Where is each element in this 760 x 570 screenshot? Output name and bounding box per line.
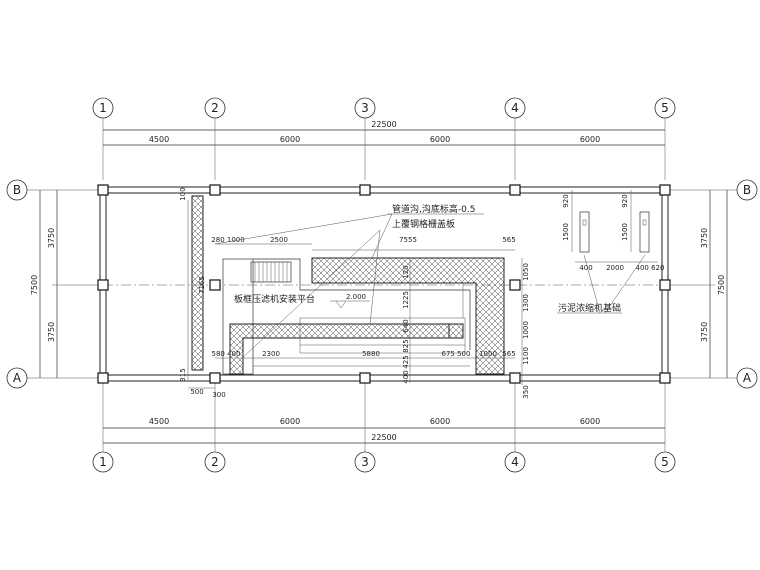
trench-loop: [311, 257, 505, 375]
dim-1050: 1050: [522, 263, 530, 281]
platform-area: [222, 257, 505, 375]
axis-bubbles: 1 2 3 4 5 1 2 3 4 5 B A B A: [6, 97, 758, 473]
dim-left-lower: 3750: [47, 322, 56, 342]
dim-span-bottom-3: 6000: [430, 417, 450, 426]
dim-1000-bottom: 1000: [479, 350, 497, 358]
axis-label-2-top: 2: [211, 101, 219, 115]
platform-dimensions: 280 1000 2500 7555 565 580 400 2300 5880…: [211, 236, 530, 399]
dim-825: 825: [402, 339, 410, 352]
dim-400-620: 400 620: [636, 264, 665, 272]
dim-total-top: 22500: [371, 120, 396, 129]
dim-right-upper: 3750: [700, 228, 709, 248]
dim-right-lower: 3750: [700, 322, 709, 342]
dim-left-upper: 3750: [47, 228, 56, 248]
dim-920-a: 920: [562, 194, 570, 207]
dim-right-total: 7500: [717, 275, 726, 295]
axis-label-3-top: 3: [361, 101, 369, 115]
dim-100: 100: [179, 187, 187, 200]
dim-2500: 2500: [270, 236, 288, 244]
dim-span-top-2: 6000: [280, 135, 300, 144]
axis-label-A-left: A: [13, 371, 22, 385]
dim-1225: 1225: [402, 291, 410, 309]
axis-label-B-right: B: [743, 183, 751, 197]
dim-2300: 2300: [262, 350, 280, 358]
note-cover: 上覆钢格栅盖板: [392, 218, 455, 230]
dim-left-total: 7500: [30, 275, 39, 295]
dim-565-bottom: 565: [502, 350, 515, 358]
dim-2000: 2000: [606, 264, 624, 272]
dim-500: 500: [190, 388, 203, 396]
dim-span-top-4: 6000: [580, 135, 600, 144]
axis-label-A-right: A: [743, 371, 752, 385]
dim-1000: 1000: [522, 321, 530, 339]
dim-280-1000: 280 1000: [211, 236, 244, 244]
dim-5880: 5880: [362, 350, 380, 358]
dim-1500-b: 1500: [621, 223, 629, 241]
dim-920-b: 920: [621, 194, 629, 207]
dim-580-400: 580 400: [212, 350, 241, 358]
dim-315: 315: [179, 368, 187, 381]
dim-span-top-1: 4500: [149, 135, 169, 144]
side-dimensions: 3750 3750 7500 3750 3750 7500: [30, 189, 732, 379]
axis-label-5-top: 5: [661, 101, 669, 115]
dim-span-bottom-2: 6000: [280, 417, 300, 426]
axis-label-2-bottom: 2: [211, 455, 219, 469]
dim-7165: 7165: [198, 276, 206, 294]
dim-120: 120: [402, 265, 410, 278]
dim-span-bottom-1: 4500: [149, 417, 169, 426]
thickener-foundations: 920 1500 920 1500 400 2000 400 620: [562, 190, 664, 272]
dim-300: 300: [212, 391, 225, 399]
axis-label-1-top: 1: [99, 101, 107, 115]
dim-640: 640: [402, 319, 410, 332]
dim-7555: 7555: [399, 236, 417, 244]
elevation-marker: 2.000: [330, 293, 370, 309]
axis-label-1-bottom: 1: [99, 455, 107, 469]
axis-label-3-bottom: 3: [361, 455, 369, 469]
dim-400: 400: [579, 264, 592, 272]
trench-joint: [448, 323, 464, 339]
axis-label-5-bottom: 5: [661, 455, 669, 469]
note-thickener: 污泥浓缩机基础: [558, 302, 621, 314]
note-platform: 板框压滤机安装平台: [234, 293, 315, 305]
dim-1300: 1300: [522, 294, 530, 312]
dim-span-bottom-4: 6000: [580, 417, 600, 426]
dim-400-vertical: 400: [402, 370, 410, 383]
axis-label-4-bottom: 4: [511, 455, 519, 469]
dim-total-bottom: 22500: [371, 433, 396, 442]
annotations: 管道沟,沟底标高-0.5 上覆钢格栅盖板 板框压滤机安装平台 污泥浓缩机基础: [214, 203, 646, 361]
dim-span-top-3: 6000: [430, 135, 450, 144]
dim-1500-a: 1500: [562, 223, 570, 241]
note-trench: 管道沟,沟底标高-0.5: [392, 203, 475, 215]
bottom-dimensions: 4500 6000 6000 6000 22500: [102, 378, 666, 448]
dim-675-500: 675 500: [442, 350, 471, 358]
axis-label-4-top: 4: [511, 101, 519, 115]
building-walls: [99, 186, 669, 382]
trench-lower-bar: [229, 323, 450, 375]
dim-565-top: 565: [502, 236, 515, 244]
dim-350: 350: [522, 385, 530, 398]
structural-columns: [97, 184, 671, 384]
dim-425: 425: [402, 355, 410, 368]
stair-symbol: [250, 261, 292, 283]
axis-label-B-left: B: [13, 183, 21, 197]
top-dimensions: 22500 4500 6000 6000 6000: [102, 120, 666, 180]
dim-1100: 1100: [522, 347, 530, 365]
elevation-value: 2.000: [346, 293, 366, 301]
left-trench: 100 7165 315 500 300: [179, 187, 226, 399]
